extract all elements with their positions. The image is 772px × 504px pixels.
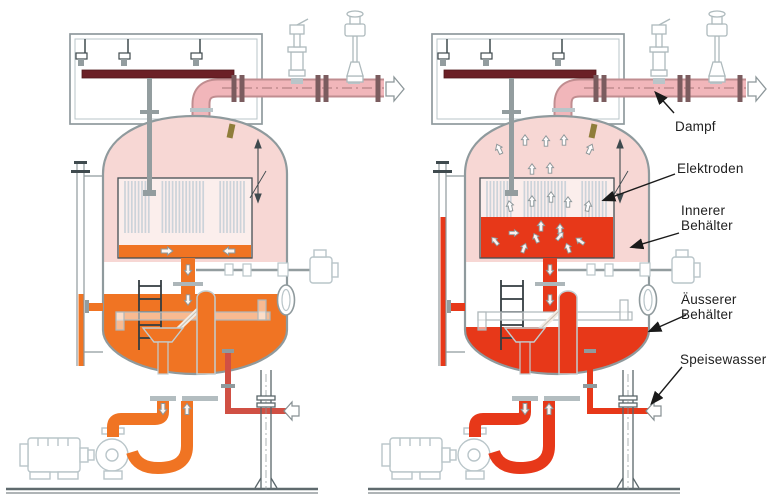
electrode-rod-lower [147, 118, 152, 190]
agitator-motor [309, 249, 339, 284]
inner-vessel [479, 118, 615, 259]
manhole [638, 284, 658, 316]
flow-arrow-icon [554, 231, 564, 242]
dome-fitting [226, 123, 236, 139]
feedwater-arrow-icon [645, 400, 662, 422]
flow-arrow-icon [585, 143, 595, 156]
water-inner [481, 217, 613, 258]
flow-arrow-icon [527, 162, 537, 175]
water-inner [119, 245, 251, 258]
funnel-drain [503, 327, 547, 343]
center-standpipe [196, 290, 216, 375]
busbar [81, 69, 235, 79]
electrode-rod-upper [509, 78, 514, 118]
dome-fitting [588, 123, 598, 139]
agitator-shaft [558, 262, 674, 277]
flow-arrow-icon [182, 402, 192, 416]
flow-arrow-icon [532, 232, 541, 244]
ground-line [6, 487, 318, 494]
circulation-pump [19, 427, 129, 480]
steam-outlet-arrow-icon [385, 75, 405, 103]
busbar [443, 69, 597, 79]
electrodes [486, 181, 607, 217]
boiler-full-load [362, 0, 772, 504]
steam-outlet-arrow-icon [747, 75, 767, 103]
flow-arrow-icon [583, 200, 593, 213]
flow-arrow-icon [536, 219, 546, 232]
flow-arrow-icon [222, 245, 236, 257]
flow-arrow-icon [520, 402, 530, 416]
internal-piping [477, 290, 633, 375]
water-outer [465, 327, 649, 374]
flow-arrow-icon [545, 294, 555, 307]
flow-arrow-icon [505, 200, 515, 213]
suction-pipe [469, 401, 531, 437]
level-range-indicator [249, 138, 267, 204]
flow-arrow-icon [575, 237, 586, 246]
steam-pipe [191, 75, 405, 120]
wall-nozzle [88, 303, 103, 311]
suction-pipe [107, 401, 169, 437]
flow-arrow-icon [541, 134, 551, 147]
ground-line [368, 487, 680, 494]
safety-valve [649, 18, 671, 77]
flow-arrow-icon [519, 242, 528, 254]
circulation-piping [469, 396, 580, 474]
agitator-shaft [196, 262, 312, 277]
flow-arrow-icon [508, 228, 520, 238]
funnel-drain [141, 327, 185, 343]
flow-arrow-icon [545, 264, 555, 277]
level-gauge [71, 161, 103, 366]
inner-vessel [117, 118, 253, 259]
label-elektroden: Elektroden [677, 161, 744, 176]
flow-arrow-icon [563, 195, 573, 208]
safety-valve [287, 18, 309, 77]
label-dampf: Dampf [675, 119, 716, 134]
level-gauge [433, 161, 465, 366]
electrode-rod-upper [147, 78, 152, 118]
steam-pipe [553, 75, 767, 120]
flow-arrow-icon [546, 190, 556, 203]
feedwater-arrow-icon [283, 400, 300, 422]
flow-arrow-icon [564, 242, 573, 254]
center-standpipe [558, 290, 578, 375]
electrode-rod-lower [509, 118, 514, 190]
control-valve [344, 10, 366, 83]
support-leg [616, 370, 640, 490]
discharge-pipe [126, 401, 193, 474]
flow-arrow-icon [527, 194, 537, 207]
flow-arrow-icon [520, 133, 530, 146]
flow-arrow-icon [160, 245, 174, 257]
flow-arrow-icon [183, 294, 193, 307]
electrodes [124, 181, 245, 233]
control-valve [706, 10, 728, 83]
manhole [276, 284, 296, 316]
flow-arrow-icon [491, 236, 501, 247]
boiler-part-load [6, 10, 405, 494]
flow-arrow-icon [544, 402, 554, 416]
support-leg [254, 370, 278, 490]
discharge-pipe [488, 401, 555, 474]
flow-arrow-icon [158, 402, 168, 416]
flow-arrow-icon [183, 264, 193, 277]
label-speisewasser: Speisewasser [680, 352, 767, 367]
flow-arrow-icon [494, 143, 504, 156]
internal-piping [115, 290, 271, 375]
flow-arrow-icon [545, 161, 555, 174]
circulation-piping [107, 396, 218, 474]
flow-arrow-icon [559, 133, 569, 146]
feedwater-pipe [221, 349, 300, 422]
feedwater-pipe [583, 349, 662, 422]
wall-nozzle [450, 303, 465, 311]
circulation-pump [381, 427, 491, 480]
agitator-motor [671, 249, 701, 284]
